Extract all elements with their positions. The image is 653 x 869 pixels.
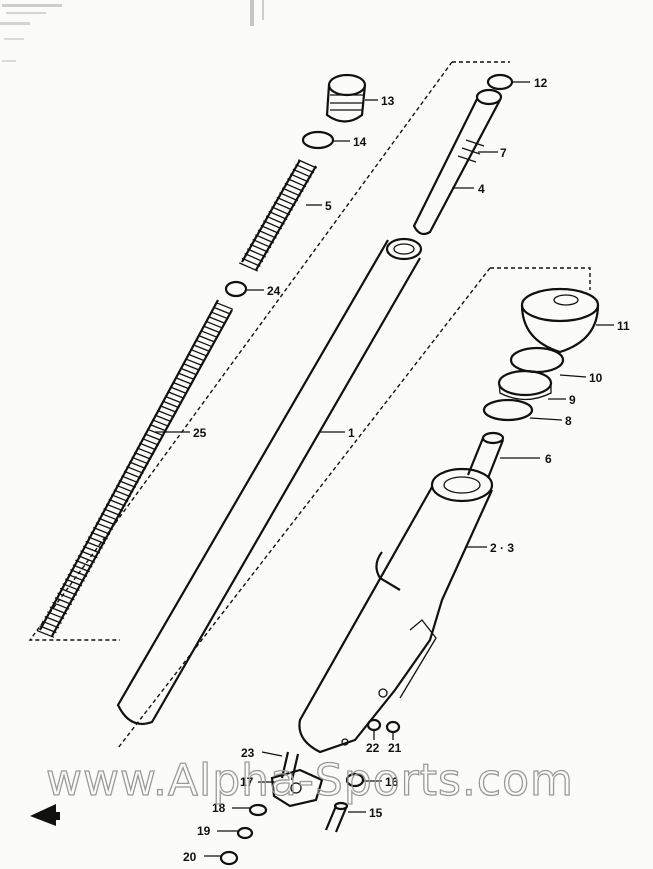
callout-7: 7 [500, 146, 507, 160]
callout-4: 4 [478, 182, 485, 196]
callout-9: 9 [569, 393, 576, 407]
part-14-o-ring [301, 130, 335, 150]
callout-1: 1 [348, 426, 355, 440]
callout-2-3: 2 · 3 [490, 541, 514, 555]
callout-16: 16 [385, 775, 399, 789]
front-direction-arrow-icon [30, 804, 60, 826]
callout-10: 10 [589, 371, 603, 385]
scan-noise [0, 0, 264, 62]
callout-12: 12 [534, 76, 548, 90]
part-9-oil-seal [497, 369, 553, 401]
part-2-3-outer-tube [298, 467, 494, 754]
part-1-inner-tube [116, 237, 423, 726]
part-6-guide [466, 431, 505, 479]
callout-labels: 12 13 14 7 4 5 24 11 10 9 8 25 1 6 2 · 3… [183, 76, 630, 864]
callout-24: 24 [267, 284, 281, 298]
callout-5: 5 [325, 199, 332, 213]
part-8-washer [482, 398, 534, 422]
part-20-nut [219, 850, 239, 866]
callout-8: 8 [565, 414, 572, 428]
part-5-spring [238, 159, 317, 272]
watermark: www.Alpha-Sports.com [46, 755, 574, 806]
part-11-dust-seal [520, 287, 600, 354]
part-15-bolt [324, 801, 349, 833]
leader-lines [155, 81, 614, 857]
part-24-washer [224, 280, 248, 298]
callout-6: 6 [545, 452, 552, 466]
part-19-nut [236, 826, 254, 840]
part-16-nut [345, 772, 365, 788]
callout-25: 25 [193, 426, 207, 440]
group-outline-left [28, 61, 510, 641]
part-18-washer [248, 803, 268, 817]
part-13-cap-bolt [325, 73, 367, 123]
callout-19: 19 [197, 824, 211, 838]
part-23-bolt [280, 751, 300, 781]
callout-23: 23 [241, 746, 255, 760]
callout-18: 18 [212, 801, 226, 815]
part-22-washer [366, 718, 382, 732]
part-12-seal [486, 73, 514, 91]
part-4-damper-rod [412, 88, 503, 236]
group-outline-right [117, 267, 591, 749]
part-10-ring [509, 346, 565, 374]
part-25-long-spring [36, 299, 234, 638]
callout-11: 11 [617, 319, 630, 333]
callout-13: 13 [381, 94, 395, 108]
callout-15: 15 [369, 806, 383, 820]
callout-14: 14 [353, 135, 367, 149]
part-21-screw [385, 720, 401, 734]
callout-22: 22 [366, 741, 380, 755]
callout-20: 20 [183, 850, 197, 864]
part-17-axle-clamp [270, 768, 324, 808]
callout-21: 21 [388, 741, 402, 755]
callout-17: 17 [240, 775, 254, 789]
